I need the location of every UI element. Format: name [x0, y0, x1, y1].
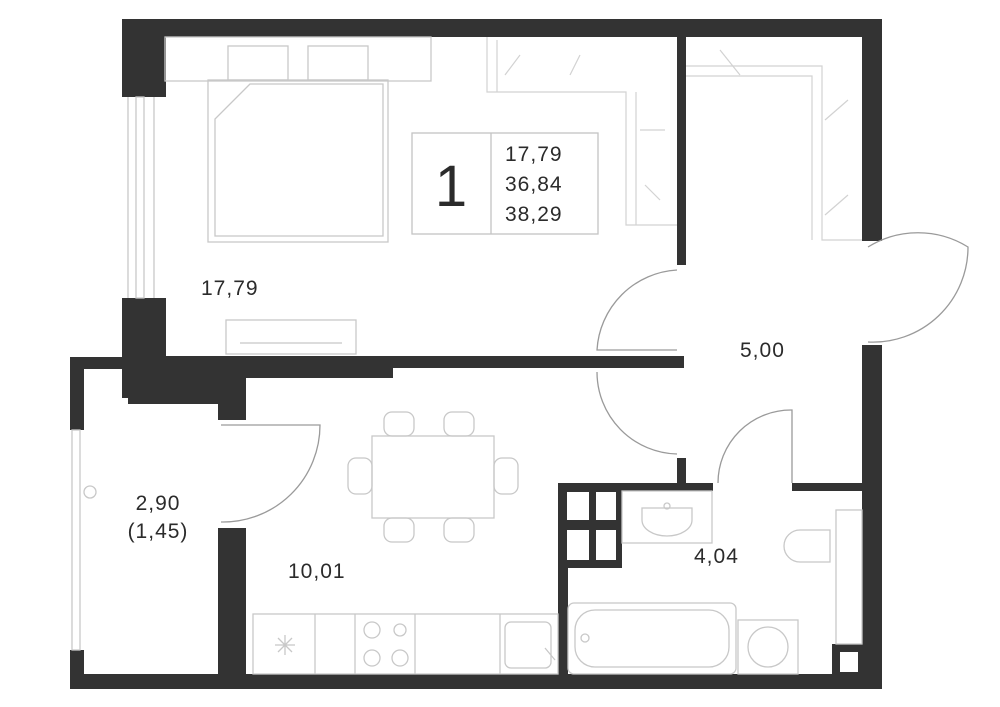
wall-top — [122, 19, 882, 37]
area-total-with-balcony: 38,29 — [505, 203, 563, 226]
door-kitchen — [596, 371, 678, 455]
burner — [363, 621, 381, 639]
area-living: 17,79 — [505, 143, 563, 166]
burner — [393, 623, 407, 637]
hall-furniture — [686, 49, 862, 241]
wall-partition-thick — [128, 368, 393, 378]
chair — [443, 517, 475, 543]
bathroom-area: 4,04 — [694, 545, 739, 568]
bathtub — [567, 602, 737, 675]
kitchen-sink — [504, 621, 552, 669]
wall-right-lower — [862, 345, 882, 689]
door-balcony — [220, 424, 321, 523]
window-balcony — [71, 429, 81, 651]
fridge-icon — [275, 635, 295, 655]
wall-pier-small — [218, 380, 246, 420]
bed — [207, 79, 389, 243]
dining-table — [371, 435, 495, 519]
door-bathroom — [717, 409, 793, 484]
wall-left-upper — [122, 19, 166, 97]
bedroom-furniture — [164, 36, 677, 355]
washing-machine — [737, 619, 799, 675]
doors — [220, 232, 969, 523]
tv-stand — [225, 319, 357, 355]
washbasin-counter — [621, 490, 713, 544]
bedroom-area: 17,79 — [201, 277, 259, 300]
door-entrance — [867, 232, 969, 343]
wall-balcony-top — [70, 357, 135, 369]
wardrobe — [486, 37, 677, 226]
wall-stub — [677, 458, 686, 488]
wall-kitchen-balcony — [218, 528, 246, 689]
toilet-tank — [835, 509, 863, 645]
windows — [70, 96, 166, 651]
washbasin — [641, 507, 693, 537]
wall-bedroom-hall — [677, 37, 686, 265]
kitchen-counter — [252, 613, 559, 675]
chair — [383, 517, 415, 543]
area-total: 36,84 — [505, 173, 563, 196]
chair — [383, 411, 415, 437]
wall-bath-top-right — [792, 483, 864, 491]
hall-wardrobe — [686, 65, 862, 241]
balcony-area: 2,90 — [136, 492, 181, 515]
pillow-right — [307, 45, 369, 81]
burner — [391, 649, 409, 667]
rooms-count: 1 — [435, 154, 467, 219]
chair — [493, 457, 519, 495]
wall-bath-left — [558, 483, 568, 689]
wall-bedroom-kitchen — [122, 356, 684, 368]
balcony-area-reduced: (1,45) — [128, 520, 189, 543]
window-bedroom — [135, 96, 145, 299]
hall-area: 5,00 — [740, 339, 785, 362]
room-labels: 17,79 5,00 10,01 2,90 (1,45) 4,04 — [128, 277, 785, 583]
wall-bath-top-left — [558, 483, 713, 491]
chair — [347, 457, 373, 495]
apartment-info-box: 1 17,79 36,84 38,29 — [411, 132, 599, 235]
wall-right-upper — [862, 19, 882, 241]
wall-bottom — [70, 674, 882, 689]
chair — [443, 411, 475, 437]
burner — [363, 649, 381, 667]
pillow-left — [227, 45, 289, 81]
balcony-door-handle — [83, 485, 97, 499]
door-bedroom — [596, 269, 678, 351]
toilet — [783, 529, 831, 563]
kitchen-area: 10,01 — [288, 560, 346, 583]
kitchen-furniture — [252, 411, 559, 675]
bathroom-furniture — [567, 490, 863, 675]
